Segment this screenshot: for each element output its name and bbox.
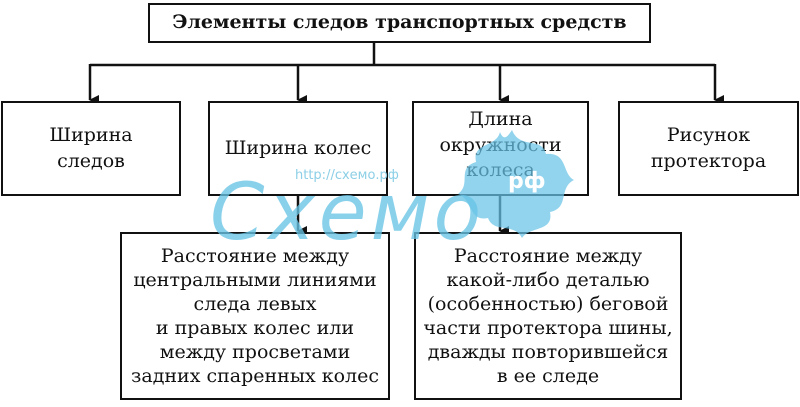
node-wheel-circumference-text: Длина окружности колеса bbox=[439, 108, 562, 182]
node-track-width: Ширина следов bbox=[1, 101, 181, 196]
node-tread-pattern-text: Рисунок протектора bbox=[650, 123, 767, 172]
node-wheel-distance-detail: Расстояние между центральными линиями сл… bbox=[120, 232, 390, 400]
node-wheel-width: Ширина колес bbox=[208, 101, 388, 196]
node-wheel-circumference: Длина окружности колеса bbox=[412, 101, 589, 196]
node-tread-pattern: Рисунок протектора bbox=[618, 101, 799, 196]
node-wheel-distance-detail-text: Расстояние между центральными линиями сл… bbox=[131, 244, 379, 388]
node-tread-repeat-detail-text: Расстояние между какой-либо деталью (осо… bbox=[423, 244, 673, 388]
node-track-width-text: Ширина следов bbox=[49, 123, 133, 172]
diagram-title-text: Элементы следов транспортных средств bbox=[172, 11, 627, 34]
node-wheel-width-text: Ширина колес bbox=[224, 136, 372, 159]
diagram-title: Элементы следов транспортных средств bbox=[148, 3, 651, 43]
node-tread-repeat-detail: Расстояние между какой-либо деталью (осо… bbox=[414, 232, 682, 400]
